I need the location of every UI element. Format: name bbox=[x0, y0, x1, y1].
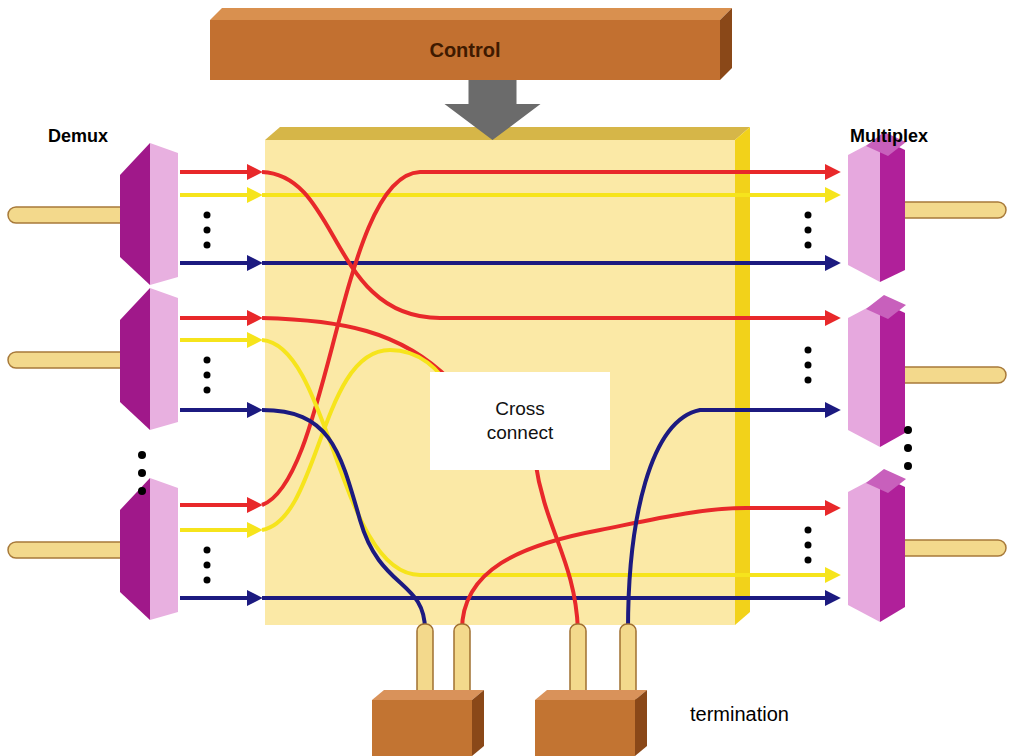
wavelength-arrow bbox=[180, 316, 258, 320]
fiber-cable bbox=[8, 207, 130, 223]
control-bevel bbox=[720, 8, 732, 80]
wavelength-arrow bbox=[180, 172, 258, 598]
ellipsis-dots bbox=[805, 362, 812, 369]
wavelength-arrow bbox=[180, 338, 258, 342]
ellipsis-dots bbox=[805, 242, 812, 249]
ellipsis-dots bbox=[204, 387, 211, 394]
termination-block bbox=[472, 690, 484, 756]
wavelength-arrow bbox=[744, 170, 836, 174]
termination-block bbox=[372, 690, 484, 700]
wavelength-arrow bbox=[180, 503, 258, 507]
ellipsis-dots bbox=[904, 426, 912, 434]
wavelength-arrow bbox=[180, 193, 258, 197]
ellipsis-dots bbox=[805, 527, 812, 534]
ellipsis-dots bbox=[138, 469, 146, 477]
ellipsis-dots bbox=[805, 212, 812, 219]
wavelength-arrow bbox=[744, 316, 836, 320]
lightpath bbox=[628, 410, 746, 630]
lightpath bbox=[462, 508, 746, 630]
lightpath bbox=[262, 596, 746, 600]
lightpath bbox=[535, 460, 578, 630]
demux-prism bbox=[120, 143, 178, 620]
ellipsis-dots bbox=[204, 562, 211, 569]
wavelength-arrow bbox=[180, 170, 258, 174]
ellipsis-dots bbox=[138, 212, 912, 584]
control-box: Control bbox=[210, 20, 720, 80]
ellipsis-dots bbox=[904, 444, 912, 452]
termination-block bbox=[535, 690, 647, 700]
wavelength-arrow bbox=[744, 193, 836, 197]
lightpath bbox=[262, 172, 746, 318]
termination-block bbox=[372, 690, 647, 756]
termination-block bbox=[535, 700, 635, 756]
ellipsis-dots bbox=[138, 451, 146, 459]
wavelength-arrow bbox=[180, 261, 258, 265]
multiplex-prism bbox=[848, 475, 880, 622]
ellipsis-dots bbox=[138, 487, 146, 495]
fiber-cable bbox=[890, 540, 1006, 556]
multiplex-prism bbox=[880, 475, 905, 622]
termination-block bbox=[372, 700, 472, 756]
cross-connect-box bbox=[265, 127, 750, 625]
control-bevel bbox=[210, 8, 732, 80]
control-bevel bbox=[210, 8, 732, 20]
fiber-cable bbox=[8, 352, 130, 368]
demux-prism bbox=[120, 143, 150, 285]
multiplex-prism bbox=[880, 301, 905, 447]
wavelength-arrow bbox=[744, 408, 836, 412]
cross-connect-box bbox=[265, 127, 750, 140]
wavelength-arrow bbox=[180, 528, 258, 532]
ellipsis-dots bbox=[204, 577, 211, 584]
multiplex-prism bbox=[880, 138, 905, 282]
multiplex-prism bbox=[848, 138, 880, 282]
ellipsis-dots bbox=[805, 377, 812, 384]
multiplex-prism bbox=[866, 295, 906, 319]
fiber-cable bbox=[890, 202, 1006, 218]
multiplex-prism bbox=[848, 132, 906, 622]
demux-label: Demux bbox=[48, 126, 108, 147]
fiber-cable bbox=[8, 542, 130, 558]
lightpath bbox=[262, 340, 746, 575]
wavelength-arrow bbox=[180, 596, 258, 600]
termination-label: termination bbox=[690, 703, 789, 726]
demux-prism bbox=[120, 288, 150, 430]
ellipsis-dots bbox=[805, 227, 812, 234]
demux-prism bbox=[120, 478, 150, 620]
multiplex-prism bbox=[848, 301, 880, 447]
ellipsis-dots bbox=[204, 547, 211, 554]
cross-connect-node: Cross connect bbox=[265, 140, 735, 625]
ellipsis-dots bbox=[805, 542, 812, 549]
ellipsis-dots bbox=[204, 357, 211, 364]
node-text: Control bbox=[429, 39, 500, 62]
demux-prism bbox=[150, 478, 178, 620]
fiber-cable bbox=[890, 367, 1006, 383]
lightpath bbox=[262, 193, 746, 197]
ellipsis-dots bbox=[805, 347, 812, 354]
multiplex-label: Multiplex bbox=[850, 126, 928, 147]
wavelength-arrow bbox=[744, 596, 836, 600]
wavelength-arrow bbox=[744, 573, 836, 577]
ellipsis-dots bbox=[204, 242, 211, 249]
ellipsis-dots bbox=[805, 557, 812, 564]
lightpath bbox=[262, 261, 746, 265]
ellipsis-dots bbox=[204, 372, 211, 379]
demux-prism bbox=[150, 143, 178, 285]
ellipsis-dots bbox=[204, 212, 211, 219]
cross-connect-box bbox=[265, 140, 735, 625]
wavelength-arrow bbox=[744, 172, 836, 598]
wavelength-arrow bbox=[744, 506, 836, 510]
lightpath bbox=[262, 318, 450, 380]
wavelength-arrow bbox=[180, 408, 258, 412]
lightpath bbox=[262, 172, 746, 630]
ellipsis-dots bbox=[204, 227, 211, 234]
ellipsis-dots bbox=[904, 462, 912, 470]
wavelength-arrow bbox=[744, 261, 836, 265]
node-text: Cross connect bbox=[430, 372, 610, 470]
multiplex-prism bbox=[866, 469, 906, 493]
cross-connect-box bbox=[735, 127, 750, 625]
demux-prism bbox=[150, 288, 178, 430]
control-arrow bbox=[445, 80, 541, 140]
termination-block bbox=[635, 690, 647, 756]
